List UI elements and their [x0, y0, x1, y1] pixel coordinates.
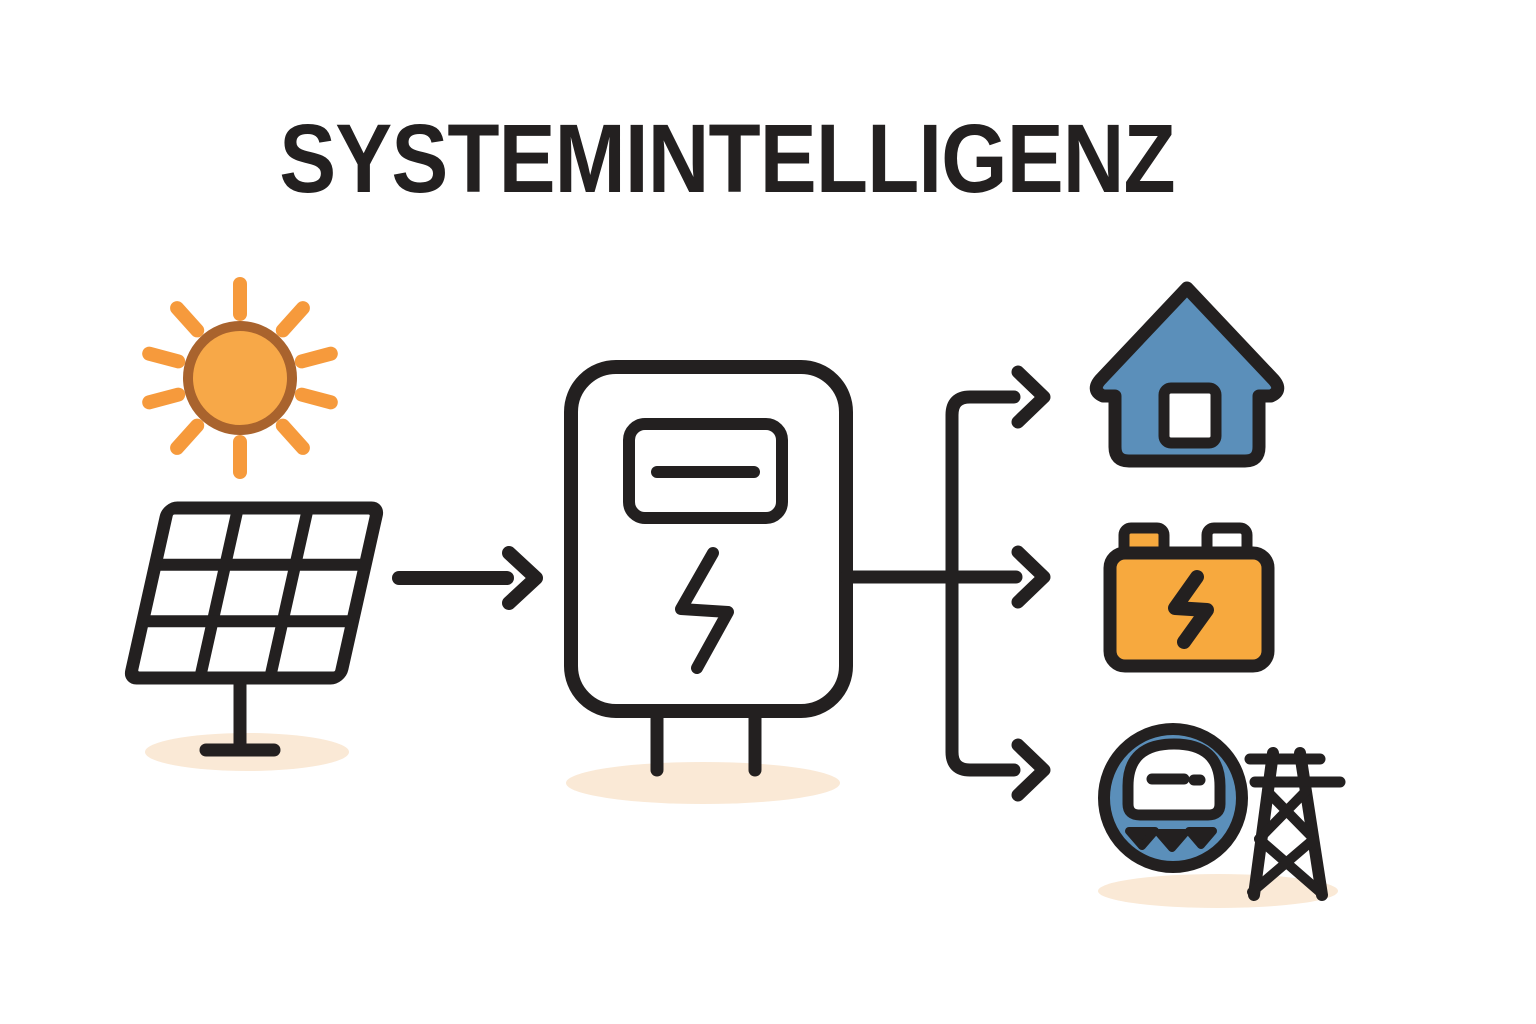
- arrow-right-icon: [392, 546, 543, 610]
- sun-icon: [142, 277, 338, 479]
- lightning-bolt-icon: [1168, 570, 1214, 649]
- flow-branches: [839, 365, 1051, 802]
- arrowhead-bottom: [1011, 738, 1051, 802]
- grid-icon: [1098, 723, 1346, 901]
- house-body: [1089, 281, 1285, 468]
- arrow-branch-up-icon: [945, 390, 1021, 584]
- panel-grid: [124, 501, 384, 685]
- sun-rays: [142, 277, 338, 479]
- meter-marks: [1125, 827, 1217, 852]
- transmission-tower-icon: [1244, 747, 1346, 901]
- grid-meter-icon: [1098, 723, 1248, 873]
- inverter-shadow: [566, 762, 840, 804]
- inverter-icon: [564, 360, 853, 777]
- grid-shadow: [1098, 874, 1338, 908]
- lightning-bolt-icon: [675, 547, 734, 674]
- house-window: [1158, 382, 1222, 449]
- sun-disc: [183, 321, 297, 435]
- battery-icon: [1103, 522, 1275, 673]
- arrowhead-top: [1011, 365, 1051, 429]
- house-icon: [1089, 281, 1285, 468]
- arrow-branch-down-icon: [945, 570, 1021, 777]
- page-title: SYSTEMINTELLIGENZ: [279, 104, 1175, 213]
- arrowhead-middle: [1011, 545, 1051, 609]
- solar-panel-icon: [124, 501, 384, 757]
